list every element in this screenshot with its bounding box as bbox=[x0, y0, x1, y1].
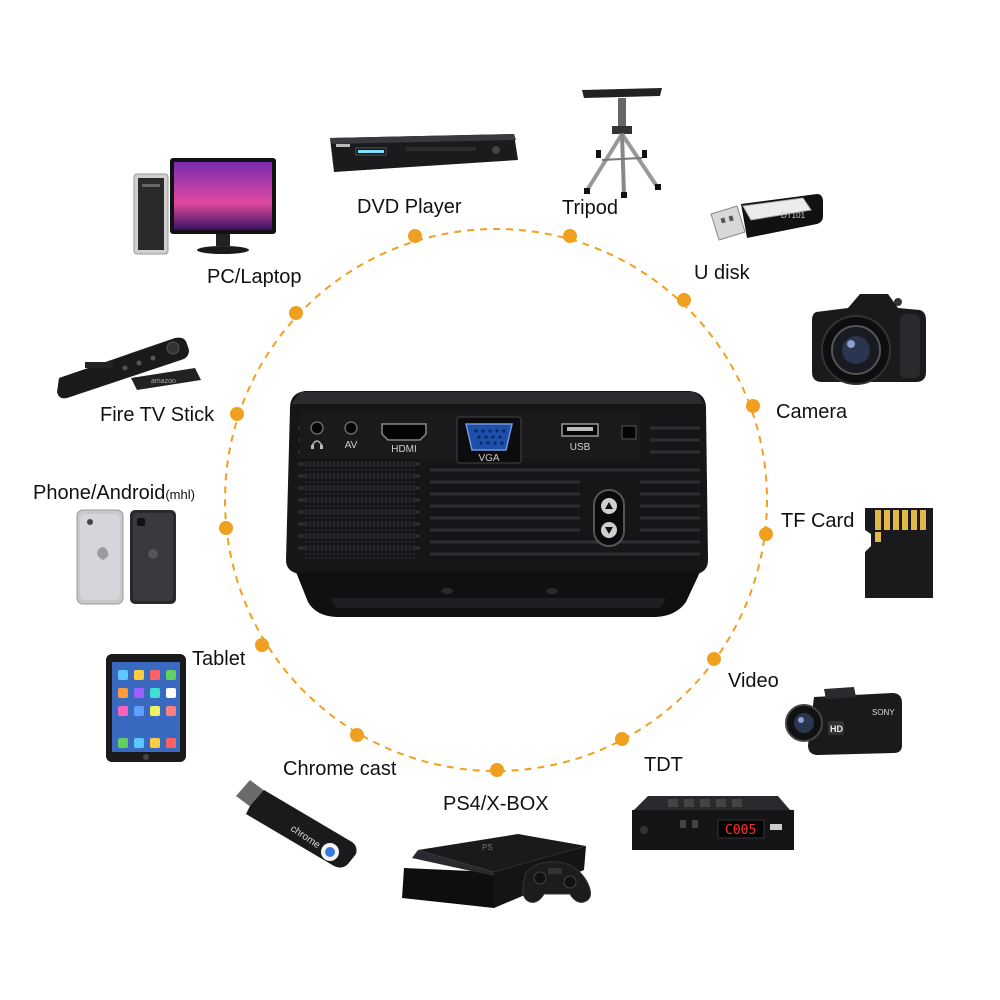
hdmi-port-label: HDMI bbox=[391, 444, 417, 455]
usb-port-label: USB bbox=[570, 442, 591, 453]
camera-icon bbox=[812, 294, 926, 385]
ring-dot bbox=[707, 652, 721, 666]
label-tripod: Tripod bbox=[562, 197, 618, 219]
ring-dot bbox=[289, 306, 303, 320]
tablet-icon bbox=[106, 654, 186, 762]
chromecast-icon: chrome bbox=[236, 780, 357, 868]
ring-dot bbox=[759, 527, 773, 541]
camcorder-brand-text: SONY bbox=[872, 708, 895, 717]
label-camera: Camera bbox=[776, 401, 848, 423]
headphone-port bbox=[310, 421, 324, 435]
ring-dot bbox=[350, 728, 364, 742]
ring-dot bbox=[615, 732, 629, 746]
ring-dot bbox=[746, 399, 760, 413]
label-phone-android: Phone/Android(mhl) bbox=[33, 482, 195, 505]
vga-port-label: VGA bbox=[478, 453, 499, 464]
camcorder-badge-text: HD bbox=[830, 724, 843, 734]
usb-brand-text: DT101 bbox=[781, 211, 806, 220]
label-phone-android-suffix: (mhl) bbox=[165, 487, 195, 502]
label-fire-tv-stick: Fire TV Stick bbox=[100, 404, 215, 426]
ring-dot bbox=[677, 293, 691, 307]
ring-dot bbox=[408, 229, 422, 243]
label-video: Video bbox=[728, 670, 779, 692]
ring-dots bbox=[219, 229, 773, 777]
tf-card-icon bbox=[865, 508, 933, 598]
tdt-receiver-icon: C005 bbox=[632, 796, 794, 850]
label-dvd-player: DVD Player bbox=[357, 196, 462, 218]
projector-base bbox=[296, 572, 700, 617]
dashed-circle bbox=[224, 228, 768, 772]
video-camcorder-icon: HD SONY bbox=[785, 687, 902, 755]
label-tablet: Tablet bbox=[192, 648, 246, 670]
label-pc-laptop: PC/Laptop bbox=[207, 266, 302, 288]
vent-grille-right bbox=[430, 426, 700, 556]
av-port bbox=[344, 421, 358, 435]
dvd-player-icon bbox=[330, 134, 518, 172]
label-ps4-xbox: PS4/X-BOX bbox=[443, 793, 549, 815]
ring-dot bbox=[219, 521, 233, 535]
tdt-display-text: C005 bbox=[725, 823, 756, 838]
label-u-disk: U disk bbox=[694, 262, 750, 284]
label-phone-android-text: Phone/Android bbox=[33, 482, 166, 504]
label-chrome-cast: Chrome cast bbox=[283, 758, 397, 780]
u-disk-icon: DT101 bbox=[710, 194, 823, 241]
av-port-label: AV bbox=[345, 440, 358, 451]
svg-text:PS: PS bbox=[482, 843, 493, 852]
label-tdt: TDT bbox=[644, 754, 683, 776]
fire-tv-stick-icon: amazon bbox=[57, 337, 201, 399]
hdmi-port bbox=[381, 423, 427, 441]
ring-dot bbox=[230, 407, 244, 421]
vga-port bbox=[465, 423, 513, 451]
ps4-console-icon: PS bbox=[402, 834, 591, 908]
label-tf-card: TF Card bbox=[781, 510, 855, 532]
phone-icon bbox=[76, 509, 176, 605]
firetv-brand-text: amazon bbox=[151, 378, 176, 385]
ring-dot bbox=[563, 229, 577, 243]
ring-dot bbox=[490, 763, 504, 777]
tripod-icon bbox=[582, 88, 662, 198]
ir-receiver bbox=[621, 425, 637, 440]
pc-laptop-icon bbox=[133, 158, 276, 255]
ring-dot bbox=[255, 638, 269, 652]
